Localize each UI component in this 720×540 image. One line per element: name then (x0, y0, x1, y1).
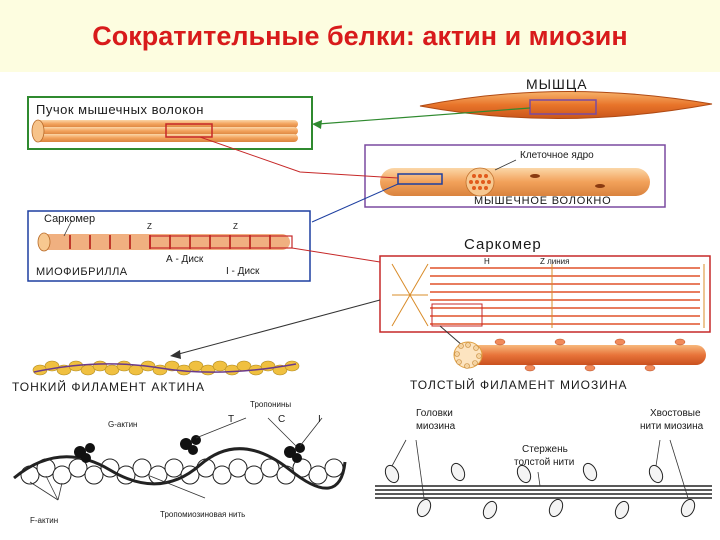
muscle-shape (419, 91, 713, 119)
label-z-left: Z (147, 222, 152, 231)
troponin-complex (74, 435, 305, 463)
myofibril-highlight-box (149, 235, 293, 249)
label-rod-1: Стержень (522, 444, 568, 455)
page-title: Сократительные белки: актин и миозин (0, 0, 720, 72)
fiber-highlight-box (397, 173, 443, 185)
muscle-highlight-box (529, 99, 597, 115)
label-a-disc: А - Диск (166, 254, 204, 265)
label-f-actin: F-актин (30, 516, 59, 525)
tropomyosin-strand (13, 447, 347, 490)
thick-filament (453, 338, 706, 372)
sarcomere-pointer (63, 219, 73, 237)
label-thick-filament: ТОЛСТЫЙ ФИЛАМЕНТ МИОЗИНА (410, 378, 628, 392)
label-sarcomere-small: Саркомер (44, 213, 96, 225)
myosin-heads (384, 462, 696, 520)
bundle-fibers (31, 119, 298, 143)
arrow-muscle-to-bundle (317, 107, 531, 125)
label-z-line: Z линия (540, 257, 570, 266)
label-thin-filament: ТОНКИЙ ФИЛАМЕНТ АКТИНА (12, 380, 205, 394)
label-myosin-heads-2: миозина (416, 421, 456, 432)
label-i-disc: I - Диск (226, 266, 260, 277)
label-sarcomere-big: Саркомер (464, 236, 542, 253)
bundle-highlight-box (165, 123, 213, 138)
connector-myofibril-sarcomere (291, 247, 381, 263)
connector-nucleus (494, 159, 517, 171)
arrow-to-thin-filament (174, 299, 381, 356)
label-i: I (318, 414, 321, 425)
label-h-mark: Н (484, 257, 490, 266)
label-tail-2: нити миозина (640, 421, 704, 432)
label-troponins: Тропонины (250, 400, 292, 409)
label-rod-2: толстой нити (514, 457, 575, 468)
label-t: T (228, 414, 235, 425)
label-muscle: МЫШЦА (526, 76, 588, 92)
thin-filament-beads (32, 360, 300, 376)
label-muscle-fiber: МЫШЕЧНОЕ ВОЛОКНО (474, 195, 612, 207)
actin-detail (13, 417, 347, 501)
label-myosin-heads-1: Головки (416, 408, 453, 419)
label-tropomyosin: Тропомиозиновая нить (160, 510, 246, 519)
connector-fiber-myofibril (311, 183, 399, 223)
myosin-detail (375, 439, 712, 520)
label-tail-1: Хвостовые (650, 408, 701, 419)
label-c: C (278, 414, 286, 425)
sarcomere-filaments (430, 267, 700, 325)
label-z-right: Z (233, 222, 238, 231)
sarcomere-highlight-box (431, 303, 483, 327)
fiber-body (380, 167, 650, 197)
label-cell-nucleus: Клеточное ядро (520, 150, 594, 161)
thin-filament-tropomyosin (33, 363, 297, 373)
connector-bundle-fiber (199, 136, 399, 179)
label-g-actin: G-актин (108, 420, 138, 429)
label-myofibril: МИОФИБРИЛЛА (36, 266, 128, 278)
sarcomere-zlines (391, 263, 705, 328)
label-bundle: Пучок мышечных волокон (36, 102, 204, 117)
